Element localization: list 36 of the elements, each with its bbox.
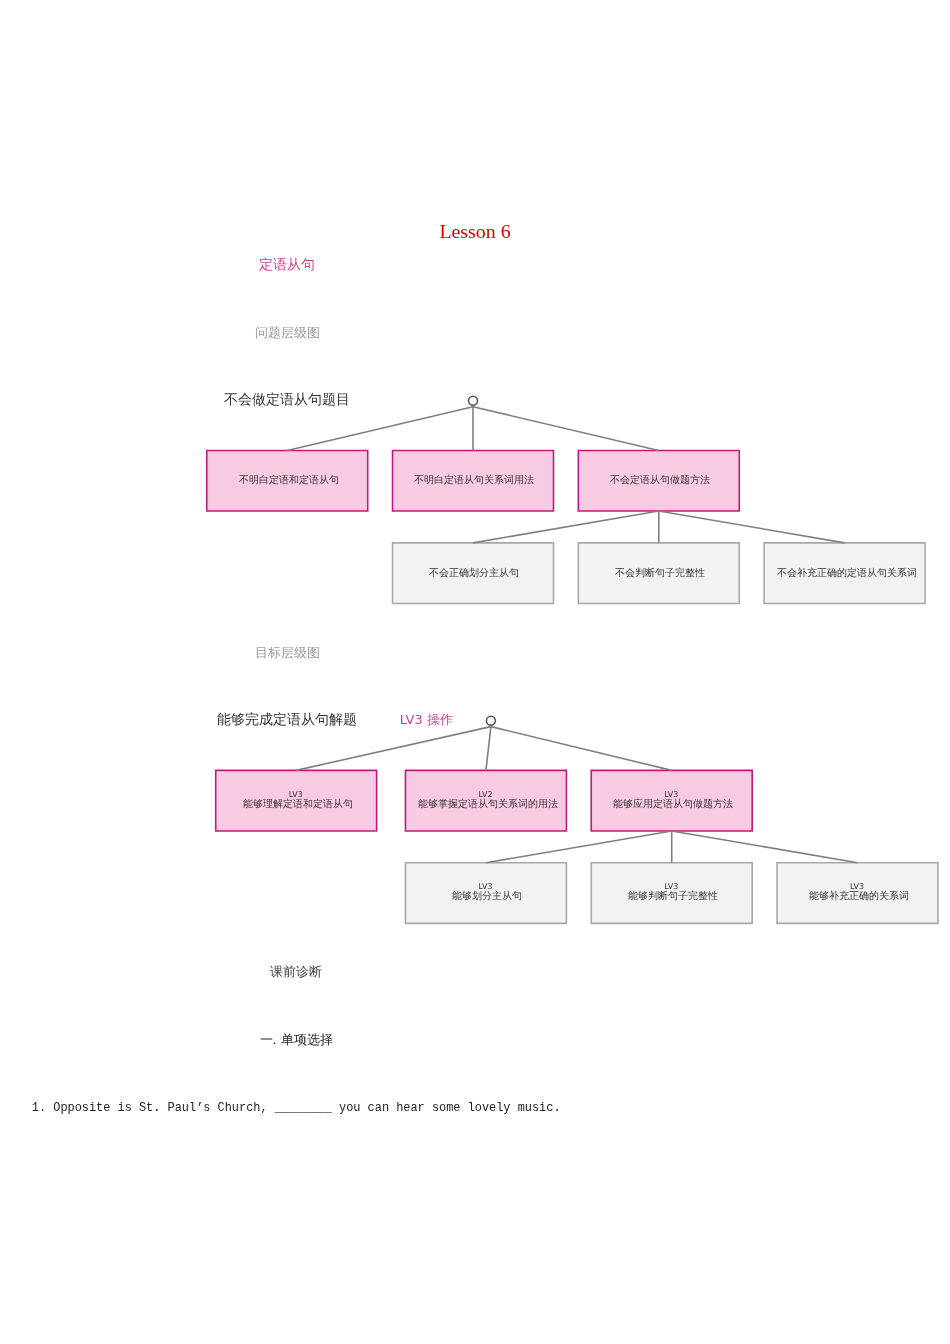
node-box: LV3 能够理解定语和定语从句 [214, 769, 378, 832]
label: 不会做定语从句题目 [224, 391, 351, 408]
node-box: LV3 能够应用定语从句做题方法 [590, 769, 753, 832]
node-box: 不会判断句子完整性 [577, 542, 741, 605]
node-box: 不明白定语从句关系词用法 [391, 449, 555, 512]
node-circle [467, 395, 479, 407]
connector [490, 725, 673, 772]
node-circle [485, 715, 497, 726]
connector [472, 405, 660, 452]
connector [472, 510, 660, 544]
label: 定语从句 [259, 256, 316, 273]
node-box: 不会补充正确的定语从句关系词 [763, 542, 926, 605]
connector [472, 405, 474, 452]
label: 一. 单项选择 [259, 1031, 333, 1047]
label: 目标层级图 [254, 644, 320, 660]
label: LV3 操作 [399, 712, 453, 728]
label: 课前诊断 [270, 964, 323, 980]
label: 能够完成定语从句解题 [217, 711, 358, 728]
label: 问题层级图 [254, 324, 320, 340]
node-box: 不会正确划分主从句 [391, 542, 555, 605]
node-box: LV3 能够判断句子完整性 [590, 861, 753, 925]
node-box: LV2 能够掌握定语从句关系词的用法 [404, 769, 568, 832]
connector [485, 725, 492, 772]
diagram-title: Lesson 6 [439, 219, 511, 242]
node-box: LV3 能够补充正确的关系词 [776, 861, 939, 925]
node-box: LV3 能够划分主从句 [404, 861, 568, 925]
connector [286, 405, 474, 452]
connector [295, 725, 492, 772]
connector [485, 830, 673, 864]
node-box: 不会定语从句做题方法 [577, 449, 741, 512]
connector [670, 830, 673, 864]
node-box: 不明白定语和定语从句 [205, 449, 369, 512]
connector [670, 830, 859, 864]
label: 1. Opposite is St. Paul’s Church, ________ you can hear some lovely music. [31, 1101, 561, 1116]
connector [658, 510, 660, 544]
connector [658, 510, 846, 544]
